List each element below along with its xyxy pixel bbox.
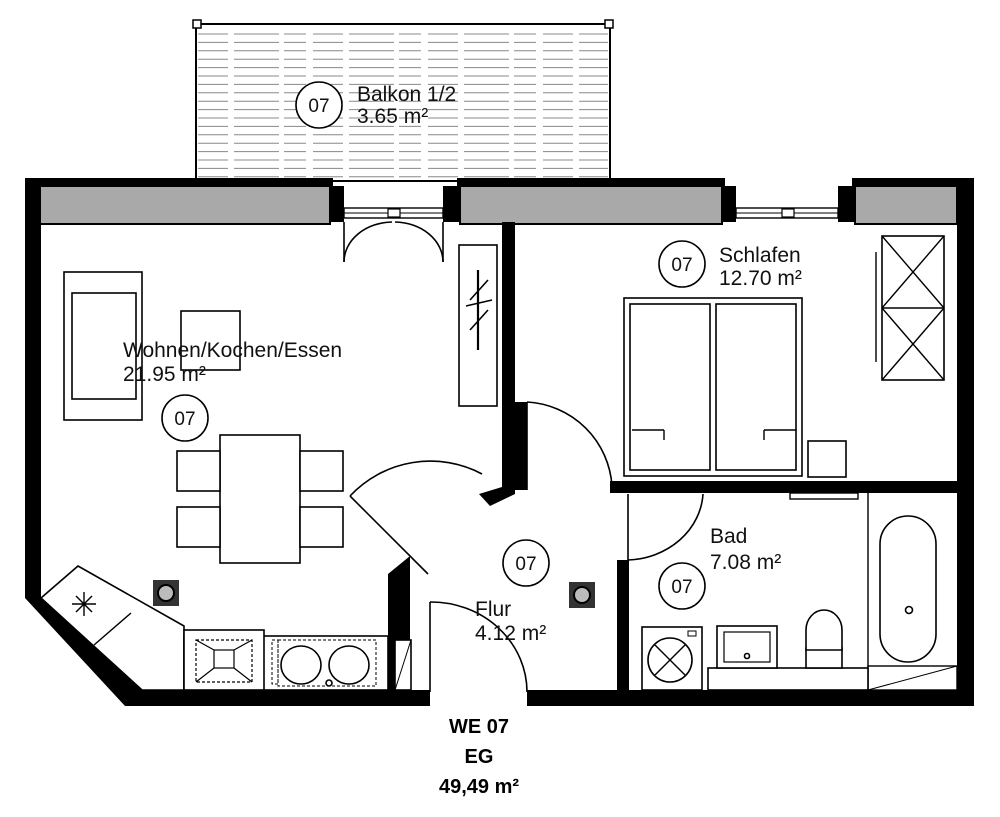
door-wohnen[interactable]	[349, 460, 483, 575]
door-bad[interactable]	[627, 493, 704, 561]
room-label-schlafen: 07 Schlafen 12.70 m²	[658, 240, 802, 290]
bathtub-icon	[879, 515, 937, 663]
unit-total-area: 49,49 m²	[439, 776, 519, 798]
kitchen-counter	[39, 565, 412, 691]
entrance-door[interactable]	[429, 601, 528, 693]
towel-rail	[789, 492, 859, 500]
bath-counter	[707, 667, 869, 691]
room-label-flur: 07 Flur 4.12 m²	[475, 539, 550, 645]
double-bed-icon	[623, 297, 803, 477]
room-name: Bad	[710, 525, 747, 548]
room-number: 07	[671, 577, 692, 598]
room-area: 4.12 m²	[475, 622, 546, 645]
nightstand	[807, 440, 847, 478]
sink-icon	[716, 625, 778, 669]
windows	[343, 207, 839, 219]
room-name: Schlafen	[719, 244, 801, 267]
door-schlafen[interactable]	[526, 401, 613, 490]
room-number-badge	[295, 81, 343, 129]
smoke-detector-icon	[569, 582, 595, 608]
room-name: Flur	[475, 598, 511, 621]
tv-sideboard	[458, 244, 498, 407]
washing-machine-icon	[641, 626, 703, 691]
balcony-deck-hatching	[198, 33, 608, 178]
sink-icon	[277, 639, 377, 687]
room-number: 07	[671, 255, 692, 276]
toilet-icon	[805, 609, 843, 669]
bedroom-furniture	[623, 235, 945, 478]
room-number-badge	[658, 240, 706, 288]
room-name: Wohnen/Kochen/Essen	[123, 339, 342, 362]
balcony-door[interactable]	[343, 221, 444, 263]
living-furniture	[39, 244, 498, 691]
room-number: 07	[308, 96, 329, 117]
balcony	[192, 19, 614, 182]
room-number-badge	[502, 539, 550, 587]
room-label-balkon: 07 Balkon 1/2 3.65 m²	[295, 81, 456, 129]
bathroom-fixtures	[641, 492, 958, 691]
unit-summary: WE 07 EG 49,49 m²	[439, 716, 519, 798]
sofa-icon	[63, 271, 143, 421]
room-number-badge	[658, 562, 706, 610]
room-area: 21.95 m²	[123, 363, 206, 386]
room-area: 3.65 m²	[357, 105, 428, 128]
dining-table-icon	[176, 434, 344, 564]
room-number: 07	[174, 409, 195, 430]
unit-id: WE 07	[449, 716, 509, 738]
coffee-table	[180, 310, 241, 371]
exterior-walls	[25, 178, 974, 706]
fridge-icon	[72, 592, 96, 616]
doors	[349, 401, 704, 693]
room-name: Balkon 1/2	[357, 83, 456, 106]
fan-vent-icon	[153, 580, 179, 606]
room-area: 12.70 m²	[719, 267, 802, 290]
unit-floor: EG	[465, 746, 494, 768]
room-number: 07	[515, 554, 536, 575]
room-number-badge	[161, 394, 209, 442]
wardrobe-icon	[875, 235, 945, 381]
room-label-bad: Bad 7.08 m² 07	[658, 525, 781, 610]
room-label-wohnen: Wohnen/Kochen/Essen 21.95 m² 07	[123, 339, 342, 442]
room-area: 7.08 m²	[710, 551, 781, 574]
stove-icon	[183, 629, 265, 691]
